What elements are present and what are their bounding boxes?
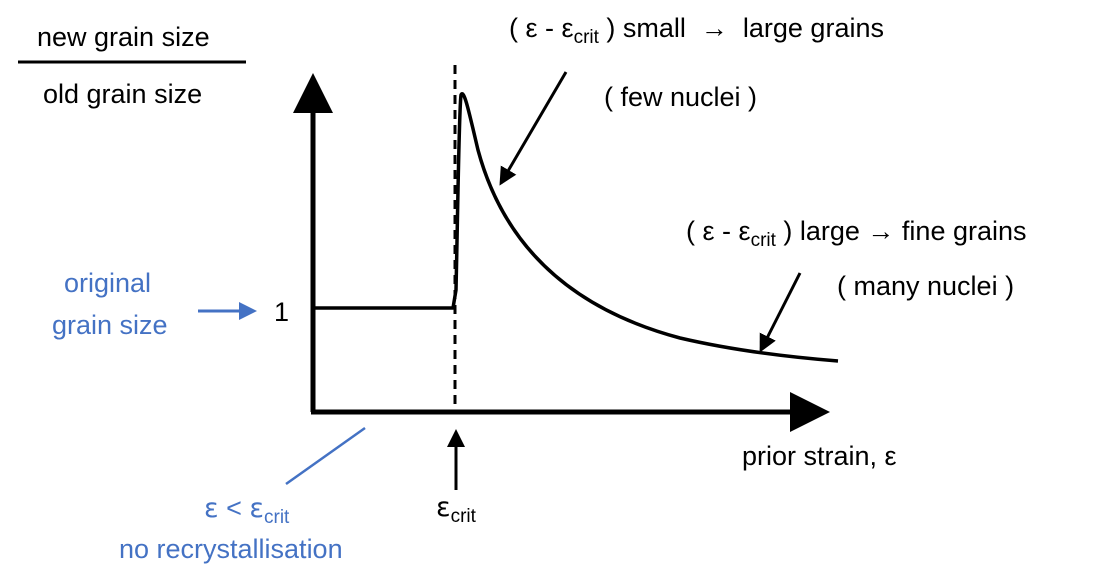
y-label-denominator: old grain size	[43, 79, 203, 109]
no-recryst-sub: crit	[264, 507, 290, 528]
small-sub: crit	[573, 27, 599, 48]
large-post: ) large → fine grains	[775, 216, 1027, 246]
no-recryst-text: no recrystallisation	[119, 534, 343, 564]
large-sub: crit	[750, 230, 776, 251]
arrow-large-strain	[759, 272, 802, 353]
few-nuclei-label: ( few nuclei )	[604, 82, 758, 112]
crit-subscript: crit	[450, 506, 476, 527]
tick-label-one: 1	[274, 297, 290, 327]
no-recryst-eps2: ε	[249, 493, 264, 524]
small-pre: ( ε - ε	[509, 13, 574, 43]
large-pre: ( ε - ε	[686, 216, 751, 246]
original-label-line2: grain size	[52, 310, 168, 340]
no-recryst-eps: ε	[204, 493, 219, 524]
many-nuclei-label: ( many nuclei )	[837, 271, 1015, 301]
epsilon-crit-label: εcrit	[436, 494, 476, 526]
arrow-small-strain	[499, 71, 568, 186]
original-label-line1: original	[64, 268, 152, 298]
no-recryst-condition: ε < εcrit	[204, 493, 290, 528]
no-recrystallisation-pointer	[285, 426, 366, 486]
x-axis-label: prior strain, ε	[742, 441, 897, 471]
y-label-numerator: new grain size	[37, 22, 210, 52]
no-recryst-lt: <	[218, 493, 250, 523]
large-strain-annotation: ( ε - εcrit ) large → fine grains	[686, 216, 1027, 251]
epsilon-symbol: ε	[436, 492, 451, 523]
small-strain-annotation: ( ε - εcrit ) small → large grains	[509, 13, 884, 48]
small-post: ) small → large grains	[598, 13, 884, 43]
grain-size-curve	[313, 92, 839, 363]
